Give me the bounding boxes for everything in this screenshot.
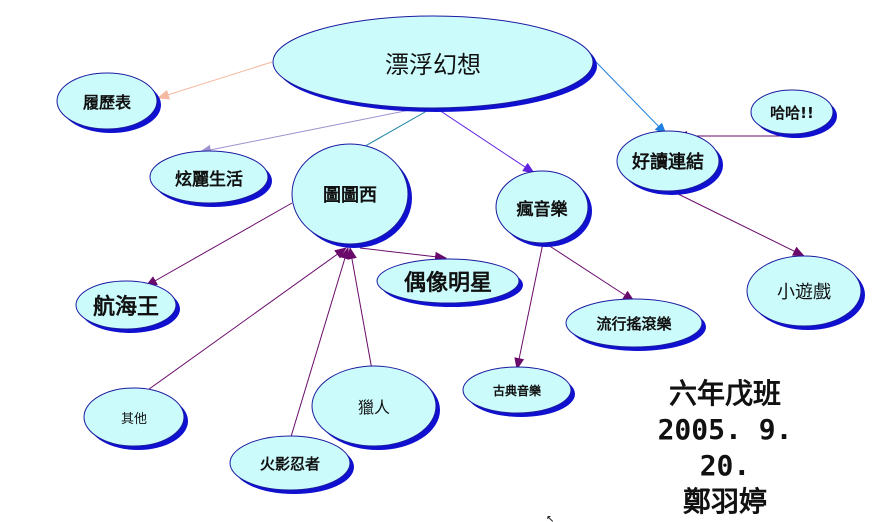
edge-root-music [435,107,535,174]
node-label-other[interactable]: 其他 [120,411,147,427]
node-label-resume[interactable]: 履歷表 [82,93,131,112]
node-label-comics[interactable]: 圖圖西 [323,185,377,206]
node-naruto[interactable] [229,435,351,491]
edge-links-games [669,189,805,257]
node-label-idols[interactable]: 偶像明星 [403,271,492,296]
node-games[interactable] [746,255,862,327]
signature: 六年戊班 2005. 9. 20. 鄭羽婷 [640,376,810,520]
edge-hunter-comics [347,247,373,371]
node-label-haha[interactable]: 哈哈!! [770,103,814,122]
author-name: 鄭羽婷 [682,485,767,518]
edge-naruto-comics [289,247,350,441]
edge-root-life [199,107,421,155]
node-haha[interactable] [750,89,834,135]
edge-root-links [595,61,667,135]
node-label-links[interactable]: 好讀連結 [632,152,704,173]
node-links[interactable] [616,130,720,192]
node-root[interactable] [272,15,594,109]
edge-root-resume [157,61,273,100]
mouse-cursor-icon: ↖ [546,514,555,522]
node-label-hunter[interactable]: 獵人 [357,398,390,417]
node-label-root[interactable]: 漂浮幻想 [385,50,481,79]
edge-music-classical [514,242,544,370]
edge-music-pop [544,242,635,302]
date-label: 2005. 9. 20. [657,413,793,482]
node-label-classical[interactable]: 古典音樂 [492,383,541,398]
node-resume[interactable] [56,72,158,130]
node-label-pop[interactable]: 流行搖滾樂 [596,314,672,333]
node-comics[interactable] [291,143,409,245]
node-other[interactable] [83,387,185,447]
node-label-games[interactable]: 小遊戲 [777,282,831,303]
node-label-naruto[interactable]: 火影忍者 [259,454,320,473]
node-idols[interactable] [376,258,520,304]
node-label-music[interactable]: 瘋音樂 [516,199,568,220]
node-hunter[interactable] [311,365,437,447]
node-classical[interactable] [462,366,572,414]
edge-comics-idols [359,247,447,262]
edge-comics-onepiece [145,202,293,287]
edge-other-comics [144,247,347,393]
class-label: 六年戊班 [668,377,781,410]
node-label-onepiece[interactable]: 航海王 [92,295,159,320]
node-life[interactable] [149,150,269,204]
node-onepiece[interactable] [75,280,177,330]
node-pop[interactable] [565,298,703,348]
node-music[interactable] [495,170,589,244]
node-label-life[interactable]: 炫麗生活 [175,169,243,190]
